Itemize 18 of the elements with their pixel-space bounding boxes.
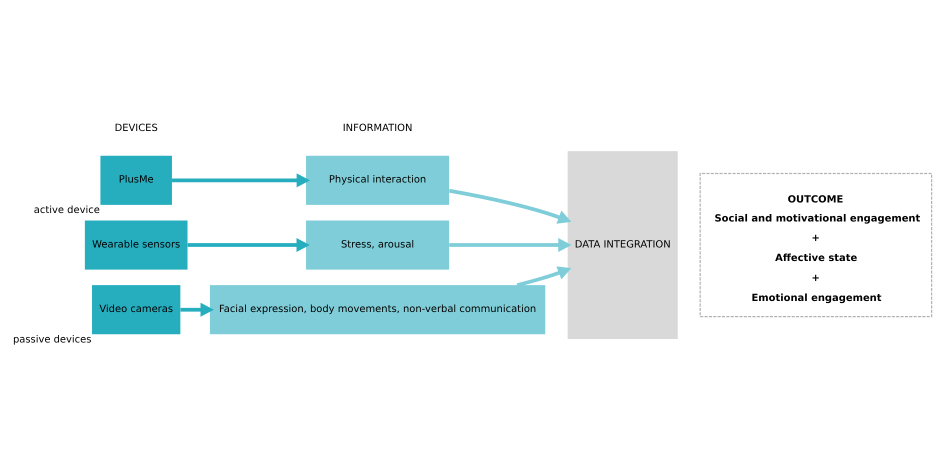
- arrow: [188, 238, 310, 252]
- node-label: passive devices: [12, 334, 92, 345]
- node-box: OUTCOME Social and motivational engagement + Affective state + Emotional engagement: [700, 172, 932, 317]
- arrow: [516, 266, 572, 286]
- arrow: [448, 188, 572, 224]
- node-box: Stress, arousal: [306, 220, 450, 270]
- node-box: Wearable sensors: [84, 220, 188, 270]
- node-box: Facial expression, body movements, non-verbal communication: [210, 284, 546, 334]
- label: DEVICES: [114, 122, 158, 134]
- node-box: DATA INTEGRATION: [568, 150, 678, 338]
- label: INFORMATION: [342, 122, 412, 134]
- node-box: PlusMe: [100, 155, 172, 204]
- arrow: [172, 172, 310, 187]
- arrow: [180, 302, 214, 316]
- node-label: active device: [34, 204, 100, 216]
- node-box: Physical interaction: [306, 155, 450, 204]
- node-box: Video cameras: [92, 284, 180, 334]
- arrow: [449, 238, 572, 252]
